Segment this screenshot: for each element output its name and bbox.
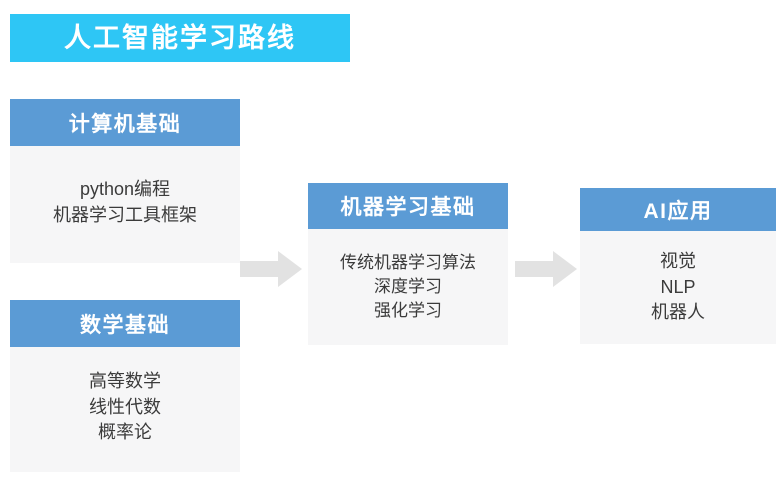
card-item: 机器人 [651,302,705,323]
card-header-computer-fundamentals: 计算机基础 [10,99,240,146]
card-body-math-fundamentals: 高等数学 线性代数 概率论 [10,347,240,472]
arrow-right-icon [515,250,577,288]
card-ai-applications: AI应用 视觉 NLP 机器人 [580,188,776,344]
card-machine-learning-fundamentals: 机器学习基础 传统机器学习算法 深度学习 强化学习 [308,183,508,345]
arrow-right-icon [240,250,302,288]
card-item: 强化学习 [374,301,442,321]
diagram-title-banner: 人工智能学习路线 [10,14,350,62]
card-math-fundamentals: 数学基础 高等数学 线性代数 概率论 [10,300,240,472]
card-item: 高等数学 [89,371,161,392]
card-item: 深度学习 [374,276,442,296]
card-body-machine-learning-fundamentals: 传统机器学习算法 深度学习 强化学习 [308,229,508,345]
card-body-ai-applications: 视觉 NLP 机器人 [580,231,776,344]
card-body-computer-fundamentals: python编程 机器学习工具框架 [10,146,240,263]
card-item: 机器学习工具框架 [53,204,197,225]
card-item: 线性代数 [89,396,161,417]
card-header-math-fundamentals: 数学基础 [10,300,240,347]
card-item: 传统机器学习算法 [340,252,476,272]
card-header-machine-learning-fundamentals: 机器学习基础 [308,183,508,229]
card-header-ai-applications: AI应用 [580,188,776,231]
card-computer-fundamentals: 计算机基础 python编程 机器学习工具框架 [10,99,240,263]
page-title: 人工智能学习路线 [64,22,296,53]
card-item: python编程 [79,178,171,199]
card-item: 视觉 [660,251,696,272]
card-item: NLP [660,276,696,297]
card-item: 概率论 [98,422,152,443]
